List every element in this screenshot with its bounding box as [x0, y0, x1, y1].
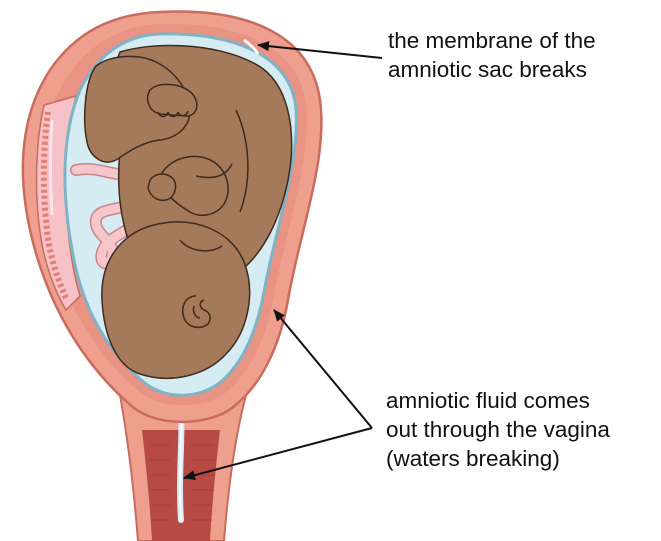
fluid-arrow-sac	[274, 310, 372, 428]
membrane-label-line2: amniotic sac breaks	[388, 57, 587, 82]
fluid-label-line1: amniotic fluid comes	[386, 388, 590, 413]
fetus-hand	[148, 174, 176, 200]
membrane-label: the membrane of the amniotic sac breaks	[388, 28, 602, 82]
fluid-label-line2: out through the vagina	[386, 417, 610, 442]
membrane-label-line1: the membrane of the	[388, 28, 596, 53]
fluid-label-line3: (waters breaking)	[386, 446, 560, 471]
fluid-label: amniotic fluid comes out through the vag…	[386, 388, 616, 471]
